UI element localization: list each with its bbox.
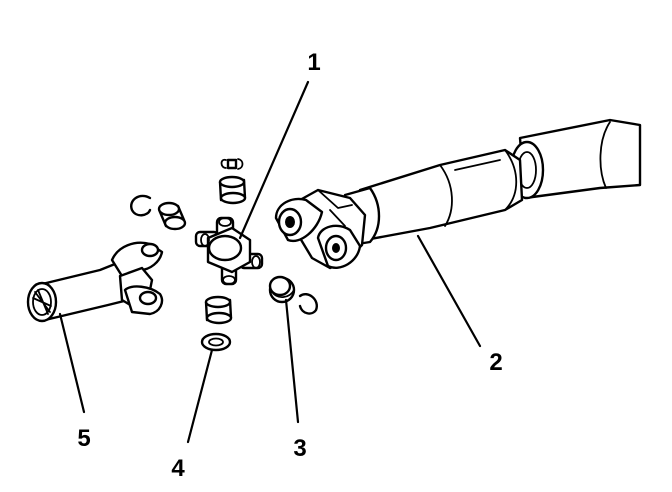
leader-lines (58, 80, 482, 444)
snap-ring-bottom (200, 332, 232, 352)
callout-4: 4 (171, 455, 185, 482)
callout-5: 5 (77, 425, 90, 452)
bearing-cap-right (268, 275, 296, 304)
snap-ring-left (130, 194, 152, 217)
bearing-cap-bottom (204, 295, 233, 325)
callout-2: 2 (489, 349, 502, 376)
slip-yoke (26, 241, 164, 323)
callout-3: 3 (293, 435, 306, 462)
callout-1: 1 (307, 49, 320, 76)
universal-joint-cross (194, 216, 264, 286)
bearing-cap-left (157, 201, 187, 231)
snap-ring-right (298, 293, 318, 315)
bearing-cap-top (218, 175, 247, 205)
snap-ring-top (220, 158, 244, 170)
propeller-shaft-assembly (274, 118, 642, 270)
